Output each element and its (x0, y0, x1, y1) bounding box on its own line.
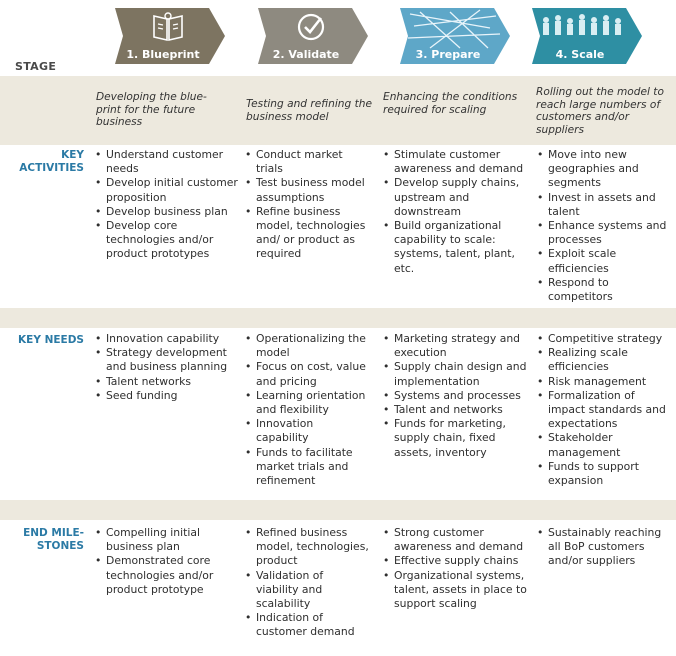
chevron-shape (258, 8, 368, 64)
list-item: Learning orientation and flexibility (244, 389, 369, 417)
list-item: Sustainably reaching all BoP customers a… (536, 526, 674, 569)
list-item: Supply chain design and implementation (382, 360, 527, 388)
description-prepare: Enhancing the conditions required for sc… (383, 91, 518, 116)
end-milestones-validate: Refined business model, technologies, pr… (244, 526, 369, 640)
list-item: Test business model assumptions (244, 176, 369, 204)
row-label-end-milestones: END MILE-STONES (23, 527, 84, 552)
list-item: Operationalizing the model (244, 332, 369, 360)
key-activities-prepare: Stimulate customer awareness and demand … (382, 148, 527, 276)
list-item: Systems and processes (382, 389, 527, 403)
list-item: Stimulate customer awareness and demand (382, 148, 527, 176)
list-item: Build organizational capability to scale… (382, 219, 527, 276)
list-item: Seed funding (94, 389, 239, 403)
list-item: Funds for marketing, supply chain, fixed… (382, 417, 527, 460)
list-item: Effective supply chains (382, 554, 527, 568)
stage-label-validate: 2. Validate (272, 48, 340, 61)
key-needs-scale: Competitive strategy Realizing scale eff… (536, 332, 674, 488)
list-item: Indication of customer demand (244, 611, 369, 639)
stage-label: STAGE (15, 60, 57, 73)
key-activities-blueprint: Understand customer needs Develop initia… (94, 148, 239, 262)
stage-label-blueprint: 1. Blueprint (126, 48, 200, 61)
stage-chevron-prepare: 3. Prepare (400, 8, 510, 64)
list-item: Develop core technologies and/or product… (94, 219, 239, 262)
stage-chevron-validate: 2. Validate (258, 8, 368, 64)
description-validate: Testing and refining the business model (246, 98, 372, 123)
key-needs-blueprint: Innovation capability Strategy developme… (94, 332, 239, 403)
stage-chevron-scale: 4. Scale (532, 8, 642, 64)
list-item: Talent and networks (382, 403, 527, 417)
chevron-shape (532, 8, 642, 64)
key-activities-validate: Conduct market trials Test business mode… (244, 148, 369, 262)
description-blueprint: Developing the blue-print for the future… (96, 91, 207, 128)
blueprint-book-icon (153, 12, 183, 42)
list-item: Exploit scale efficiencies (536, 247, 674, 275)
list-item: Respond to competitors (536, 276, 674, 304)
list-item: Innovation capability (244, 417, 369, 445)
key-activities-scale: Move into new geographies and segments I… (536, 148, 674, 304)
list-item: Talent networks (94, 375, 239, 389)
row-label-key-needs: KEY NEEDS (18, 334, 84, 346)
end-milestones-prepare: Strong customer awareness and demand Eff… (382, 526, 527, 611)
description-band (0, 76, 676, 145)
list-item: Develop business plan (94, 205, 239, 219)
list-item: Refine business model, technologies and/… (244, 205, 369, 262)
list-item: Conduct market trials (244, 148, 369, 176)
list-item: Move into new geographies and segments (536, 148, 674, 191)
list-item: Marketing strategy and execution (382, 332, 527, 360)
list-item: Enhance systems and processes (536, 219, 674, 247)
list-item: Funds to support expansion (536, 460, 674, 488)
list-item: Focus on cost, value and pricing (244, 360, 369, 388)
list-item: Strategy development and business planni… (94, 346, 239, 374)
row-label-key-activities: KEY ACTIVITIES (19, 149, 84, 174)
list-item: Strong customer awareness and demand (382, 526, 527, 554)
chevron-shape (115, 8, 225, 64)
list-item: Understand customer needs (94, 148, 239, 176)
list-item: Formalization of impact standards and ex… (536, 389, 674, 432)
list-item: Develop initial customer proposition (94, 176, 239, 204)
list-item: Risk management (536, 375, 674, 389)
list-item: Validation of viability and scalability (244, 569, 369, 612)
list-item: Develop supply chains, upstream and down… (382, 176, 527, 219)
list-item: Competitive strategy (536, 332, 674, 346)
list-item: Compelling initial business plan (94, 526, 239, 554)
stage-label-scale: 4. Scale (555, 48, 605, 61)
checkmark-icon (297, 13, 325, 41)
row-separator (0, 500, 676, 520)
end-milestones-scale: Sustainably reaching all BoP customers a… (536, 526, 674, 569)
key-needs-prepare: Marketing strategy and execution Supply … (382, 332, 527, 460)
list-item: Funds to facilitate market trials and re… (244, 446, 369, 489)
description-scale: Rolling out the model to reach large num… (536, 86, 664, 136)
list-item: Stakeholder management (536, 431, 674, 459)
stage-label-prepare: 3. Prepare (415, 48, 481, 61)
key-needs-validate: Operationalizing the model Focus on cost… (244, 332, 369, 488)
list-item: Invest in assets and talent (536, 191, 674, 219)
end-milestones-blueprint: Compelling initial business plan Demonst… (94, 526, 239, 597)
list-item: Realizing scale efficiencies (536, 346, 674, 374)
list-item: Demonstrated core technologies and/or pr… (94, 554, 239, 597)
row-separator (0, 308, 676, 328)
list-item: Organizational systems, talent, assets i… (382, 569, 527, 612)
stage-chevron-blueprint: 1. Blueprint (115, 8, 225, 64)
chevron-shape (400, 8, 510, 64)
list-item: Innovation capability (94, 332, 239, 346)
list-item: Refined business model, technologies, pr… (244, 526, 369, 569)
